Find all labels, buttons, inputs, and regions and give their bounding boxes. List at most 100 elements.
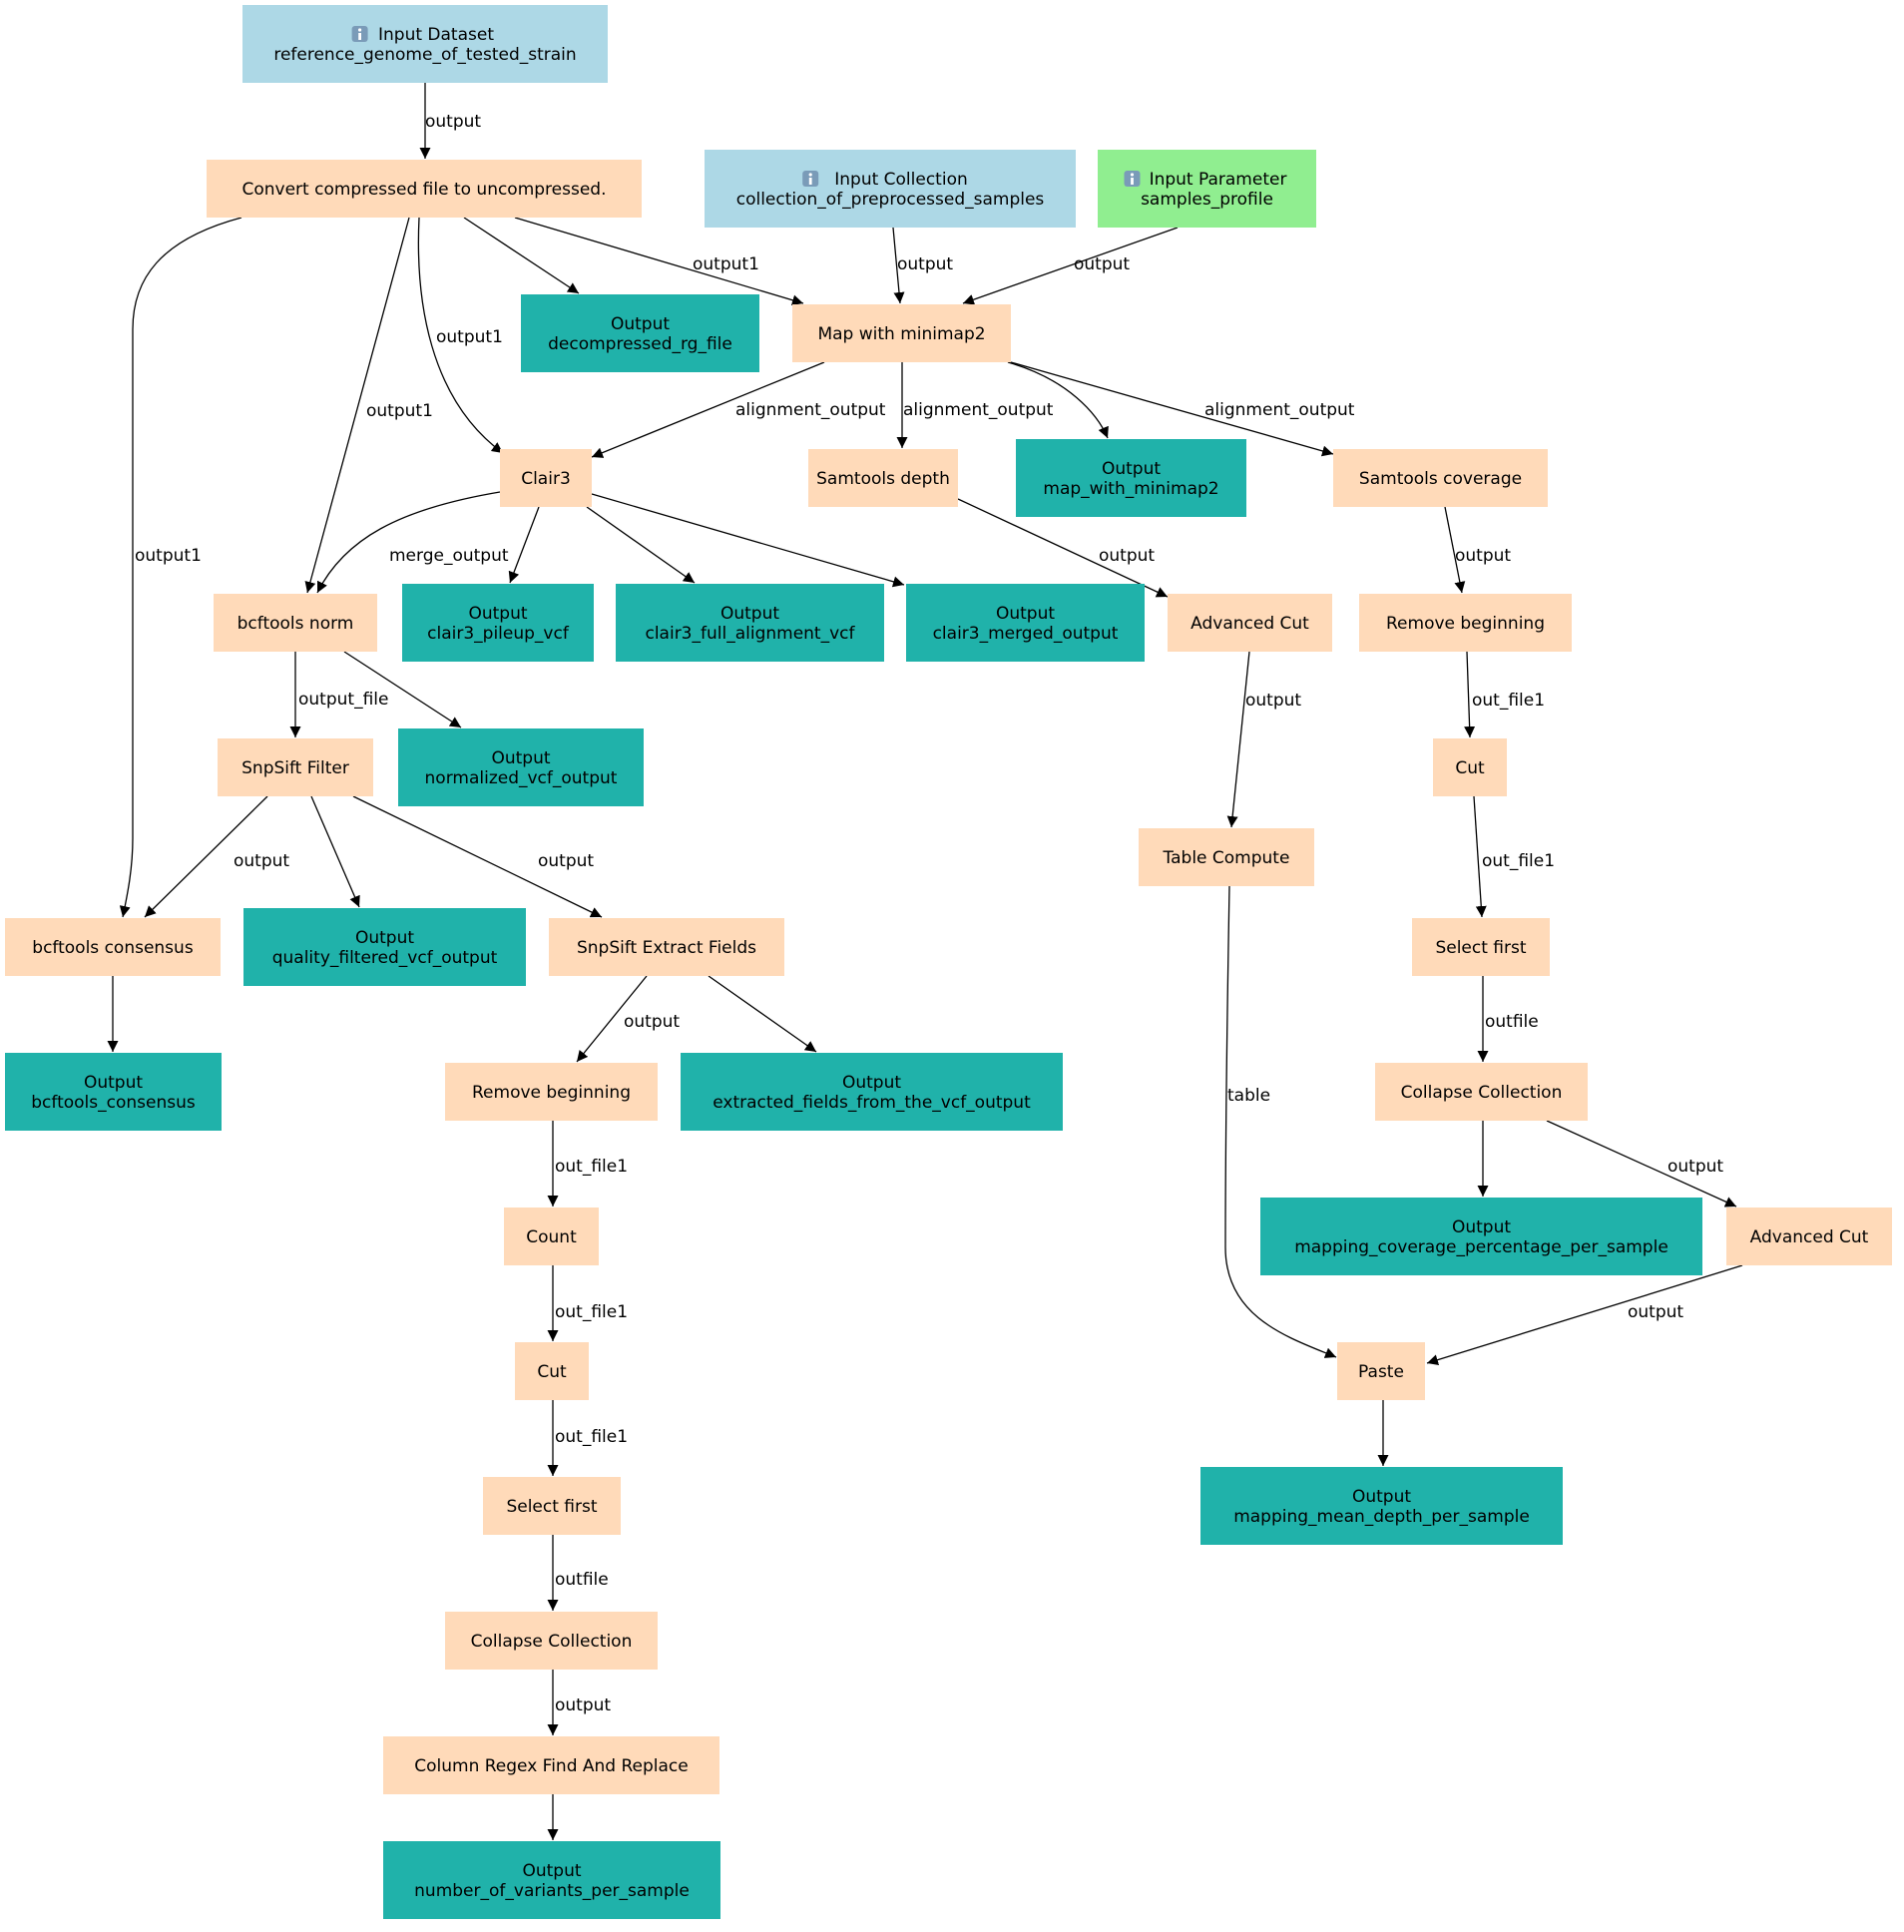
- node-subtitle: mapping_mean_depth_per_sample: [1233, 1507, 1530, 1527]
- edge-label: output: [234, 851, 289, 871]
- node-box: [1333, 449, 1548, 507]
- node-remove-beginning-2[interactable]: Remove beginning: [445, 1063, 658, 1121]
- node-minimap2[interactable]: Map with minimap2: [792, 304, 1011, 362]
- node-title: Output: [491, 748, 550, 768]
- node-convert[interactable]: Convert compressed file to uncompressed.: [207, 160, 642, 218]
- node-title: Column Regex Find And Replace: [414, 1756, 689, 1776]
- node-title: Cut: [537, 1362, 567, 1382]
- node-box: [383, 1736, 719, 1794]
- node-count[interactable]: Count: [504, 1208, 599, 1265]
- node-box: [5, 918, 221, 976]
- edge-minimap2-to-samtools_coverage: [1010, 361, 1334, 457]
- node-bcftools-norm[interactable]: bcftools norm: [214, 594, 377, 652]
- node-box: [5, 1053, 222, 1131]
- node-title: Output: [522, 1861, 581, 1881]
- node-cut-1[interactable]: Cut: [1433, 738, 1507, 796]
- node-collapse-2[interactable]: Collapse Collection: [445, 1612, 658, 1670]
- node-snpsift-extract[interactable]: SnpSift Extract Fields: [549, 918, 784, 976]
- edge-clair3-to-out_pileup: [508, 506, 540, 584]
- node-box: [515, 1342, 589, 1400]
- edge-label: output: [538, 851, 594, 871]
- node-advanced-cut-2[interactable]: Advanced Cut: [1726, 1208, 1892, 1265]
- node-collapse-1[interactable]: Collapse Collection: [1375, 1063, 1588, 1121]
- node-box: [705, 150, 1076, 228]
- node-box: [1359, 594, 1572, 652]
- node-box: [402, 584, 594, 662]
- node-samtools-depth[interactable]: Samtools depth: [808, 449, 958, 507]
- node-box: [681, 1053, 1063, 1131]
- node-title: Cut: [1455, 758, 1485, 778]
- edge-convert-to-out_decompressed: [463, 217, 580, 294]
- node-title: bcftools consensus: [32, 938, 194, 958]
- node-clair3[interactable]: Clair3: [500, 449, 592, 507]
- node-samtools-coverage[interactable]: Samtools coverage: [1333, 449, 1548, 507]
- node-box: [445, 1612, 658, 1670]
- node-bcftools-consensus[interactable]: bcftools consensus: [5, 918, 221, 976]
- edge-clair3-to-out_merged: [591, 493, 905, 588]
- node-remove-beginning-1[interactable]: Remove beginning: [1359, 594, 1572, 652]
- node-table-compute[interactable]: Table Compute: [1139, 828, 1314, 886]
- edge-label: output: [1074, 254, 1130, 274]
- node-snpsift-filter[interactable]: SnpSift Filter: [218, 738, 373, 796]
- node-subtitle: samples_profile: [1141, 190, 1273, 210]
- edge-label: output1: [693, 254, 759, 274]
- node-box: [549, 918, 784, 976]
- node-subtitle: bcftools_consensus: [31, 1093, 196, 1113]
- edge-label: outfile: [555, 1570, 609, 1590]
- node-title: Output: [355, 928, 414, 948]
- node-box: [218, 738, 373, 796]
- node-box: [792, 304, 1011, 362]
- node-out-coverage-pct[interactable]: Outputmapping_coverage_percentage_per_sa…: [1260, 1198, 1702, 1275]
- node-paste[interactable]: Paste: [1337, 1342, 1425, 1400]
- node-input-collection[interactable]: Input Collectioncollection_of_preprocess…: [705, 150, 1076, 228]
- node-subtitle: quality_filtered_vcf_output: [272, 948, 498, 968]
- node-select-first-2[interactable]: Select first: [483, 1477, 621, 1535]
- node-title: Samtools depth: [816, 469, 950, 489]
- node-input-dataset[interactable]: Input Datasetreference_genome_of_tested_…: [242, 5, 608, 83]
- node-title: Table Compute: [1163, 848, 1290, 868]
- node-box: [483, 1477, 621, 1535]
- info-icon: [351, 26, 368, 42]
- node-title: Select first: [506, 1497, 597, 1517]
- node-title: Map with minimap2: [817, 324, 985, 344]
- node-column-regex[interactable]: Column Regex Find And Replace: [383, 1736, 719, 1794]
- edge-label: output_file: [298, 690, 388, 710]
- node-title: Input Dataset: [378, 25, 494, 45]
- node-box: [1098, 150, 1316, 228]
- node-box: [207, 160, 642, 218]
- node-box: [1016, 439, 1246, 517]
- node-subtitle: clair3_pileup_vcf: [427, 624, 570, 644]
- node-subtitle: number_of_variants_per_sample: [414, 1881, 690, 1901]
- node-subtitle: decompressed_rg_file: [548, 334, 732, 354]
- node-title: Output: [1452, 1217, 1511, 1237]
- edge-input_parameter-to-minimap2: [962, 227, 1179, 305]
- node-cut-2[interactable]: Cut: [515, 1342, 589, 1400]
- node-out-extracted[interactable]: Outputextracted_fields_from_the_vcf_outp…: [681, 1053, 1063, 1131]
- node-title: Output: [84, 1073, 143, 1093]
- node-title: SnpSift Extract Fields: [577, 938, 756, 958]
- node-title: Select first: [1435, 938, 1526, 958]
- node-subtitle: collection_of_preprocessed_samples: [736, 190, 1045, 210]
- edge-label: output1: [135, 546, 202, 566]
- node-title: Advanced Cut: [1190, 614, 1309, 634]
- edge-label: output1: [366, 401, 433, 421]
- node-title: Output: [1352, 1487, 1411, 1507]
- node-select-first-1[interactable]: Select first: [1412, 918, 1550, 976]
- node-title: Remove beginning: [1386, 614, 1545, 634]
- node-advanced-cut-1[interactable]: Advanced Cut: [1168, 594, 1332, 652]
- node-subtitle: normalized_vcf_output: [425, 768, 618, 788]
- node-box: [383, 1841, 720, 1919]
- node-title: Paste: [1358, 1362, 1404, 1382]
